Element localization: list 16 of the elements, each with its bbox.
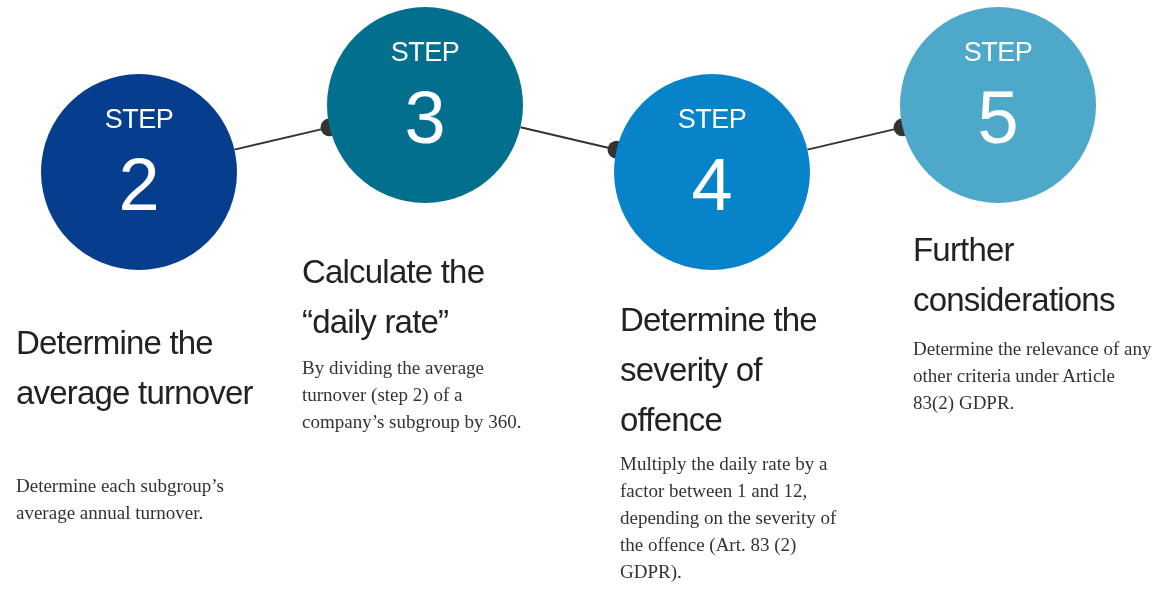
step-label: STEP	[676, 104, 748, 135]
step-description: Multiply the daily rate by a factor between 1 and 12, depending on the severity of the offence (Art. 83 (2) GDPR).	[620, 452, 838, 584]
step-heading: Determine the severity of offence	[620, 300, 818, 440]
step-description: Determine each subgroup’s average annual turnover.	[16, 474, 225, 525]
step-heading: Determine the average turnover	[16, 323, 254, 413]
step-description: Determine the relevance of any other criteria under Article 83(2) GDPR.	[913, 337, 1153, 415]
step-label: STEP	[389, 37, 461, 68]
step-label: STEP	[962, 37, 1034, 68]
step-number: 3	[403, 75, 447, 160]
step-number: 2	[117, 142, 161, 227]
step-number: 4	[690, 142, 734, 227]
step-heading: Further considerations	[913, 230, 1116, 320]
step-description: By dividing the average turnover (step 2) of a company’s subgroup by 360.	[302, 356, 523, 434]
step-heading: Calculate the “daily rate”	[302, 252, 486, 342]
step-number: 5	[976, 75, 1020, 160]
step-label: STEP	[103, 104, 175, 135]
